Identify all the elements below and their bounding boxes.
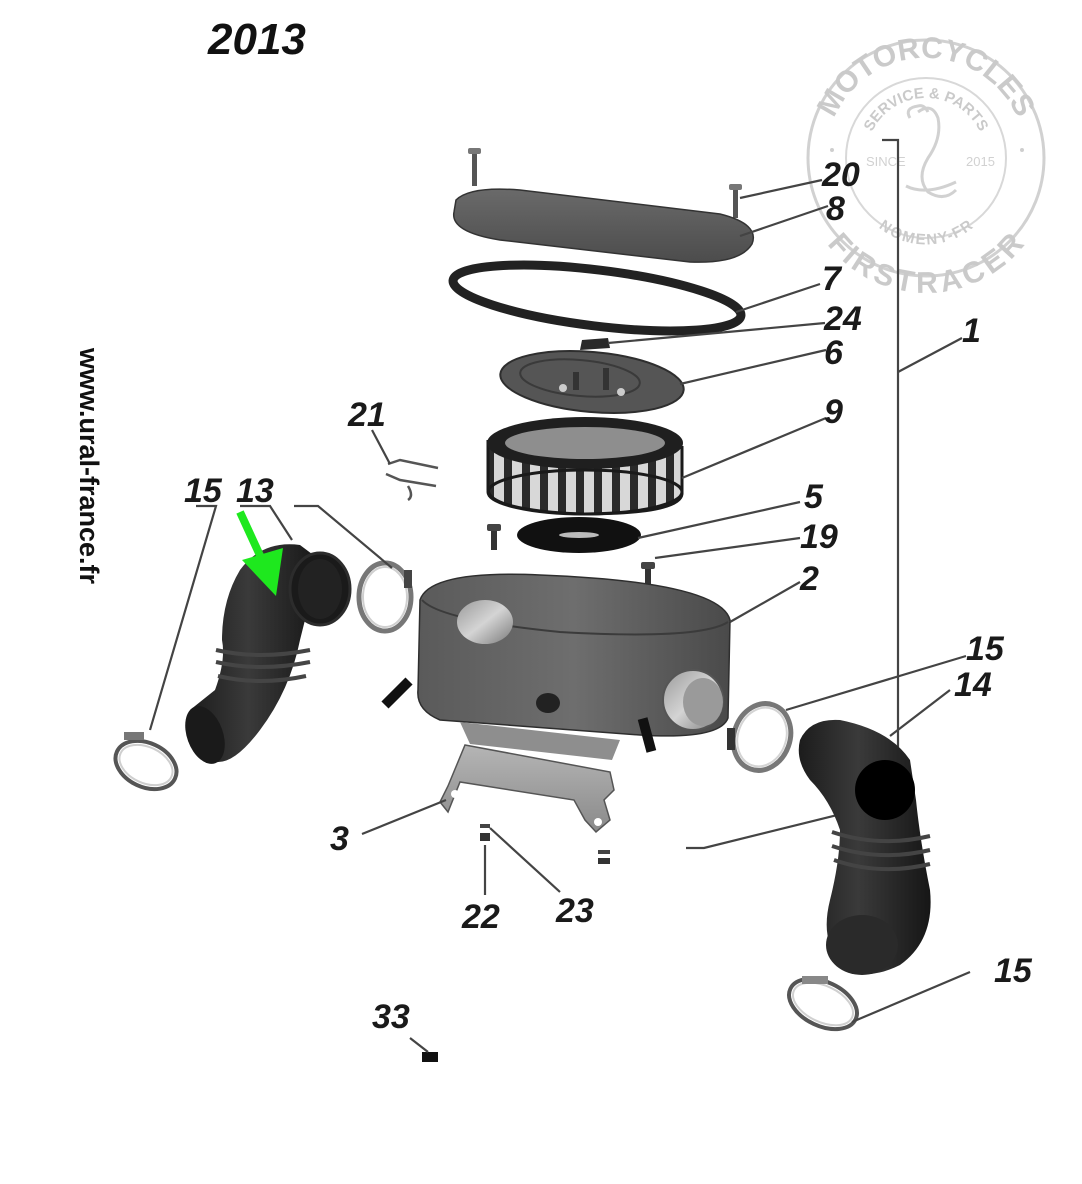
callout-23: 23	[555, 892, 594, 930]
callout-15-right-lower: 15	[994, 952, 1033, 990]
part-14-right-intake-hose	[798, 719, 931, 975]
callout-3: 3	[330, 820, 349, 858]
part-8-housing-cover	[453, 188, 754, 263]
callout-15-right-upper: 15	[966, 630, 1005, 668]
part-19-screw	[487, 524, 655, 588]
callout-14: 14	[954, 666, 992, 704]
part-33-plug	[422, 1052, 438, 1062]
callout-22: 22	[461, 898, 500, 936]
part-9-filter-element	[486, 417, 684, 516]
part-3-mounting-bracket	[439, 744, 615, 834]
leader-lines	[148, 178, 971, 1053]
callout-20: 20	[821, 156, 860, 194]
part-2-filter-housing	[381, 573, 731, 760]
watermark-inner-bottom: NOMENY-FR	[876, 217, 976, 249]
part-24-label-pad	[580, 338, 610, 350]
part-15-hose-clamp-left-lower	[113, 732, 179, 792]
part-22-23-nut-washer	[480, 824, 610, 864]
watermark-year: 2015	[966, 154, 995, 169]
callout-6: 6	[824, 334, 844, 372]
callout-21: 21	[347, 396, 386, 434]
part-21-spring-clip	[385, 458, 439, 502]
callout-24: 24	[823, 300, 862, 338]
part-7-cover-gasket	[448, 260, 746, 336]
part-20-cover-screw	[468, 148, 742, 218]
watermark-since: SINCE	[866, 154, 906, 169]
part-15-hose-clamp-right-upper	[727, 701, 794, 773]
part-6-filter-base-plate	[499, 350, 685, 414]
callout-7: 7	[822, 260, 843, 298]
callout-8: 8	[826, 190, 845, 228]
cobra-icon	[905, 104, 958, 198]
diagram-year-title: 2013	[207, 15, 306, 64]
part-5-filter-seal	[517, 517, 641, 553]
part-15-hose-clamp-right-lower	[787, 976, 859, 1032]
callout-9: 9	[824, 393, 843, 431]
callout-5: 5	[804, 478, 824, 516]
part-13-left-intake-hose	[185, 544, 352, 764]
callout-33: 33	[372, 998, 410, 1036]
callout-19: 19	[800, 518, 838, 556]
callout-15-left-upper: 15	[184, 472, 223, 510]
highlight-arrow-icon	[236, 510, 283, 596]
callout-13: 13	[236, 472, 274, 510]
part-15-hose-clamp-left-upper	[356, 560, 414, 634]
callout-1: 1	[962, 312, 981, 350]
callouts: 20 8 7 24 6 1 9 21 15 13 5 19 2 15 14 3 …	[184, 156, 1033, 1036]
callout-2: 2	[799, 560, 819, 598]
website-url: www.ural-france.fr	[74, 347, 104, 585]
